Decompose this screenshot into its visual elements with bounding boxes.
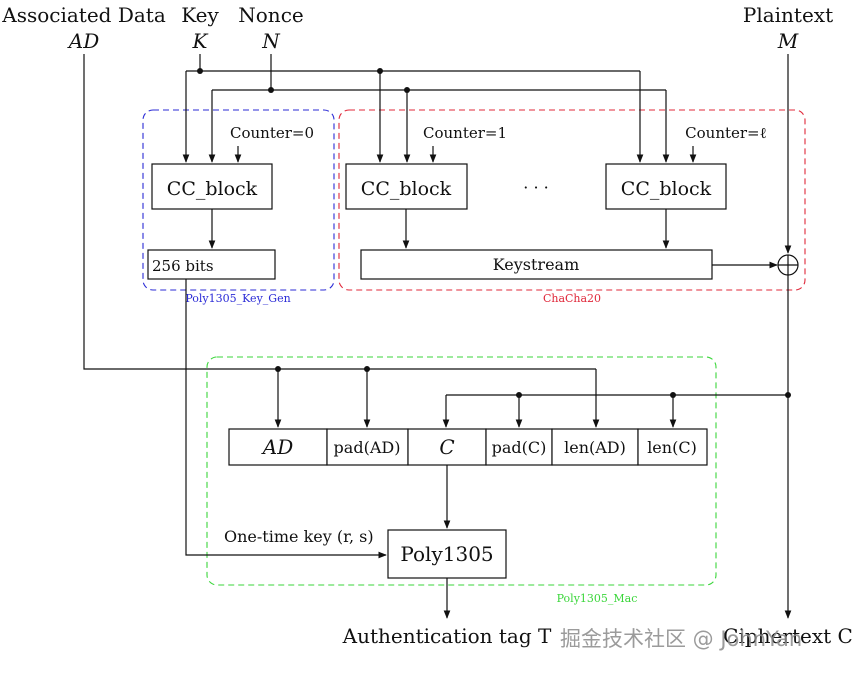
- chacha20-group-label: ChaCha20: [543, 292, 601, 305]
- blocks-ellipsis: · · ·: [523, 178, 548, 197]
- watermark: 掘金技术社区 @ JohnYan: [560, 627, 802, 651]
- keystream-label: Keystream: [493, 255, 580, 274]
- plaintext-input-symbol: M: [777, 29, 799, 53]
- key-nonce-bus: [182, 54, 670, 163]
- chacha-cc-block-1-label: CC_block: [361, 178, 452, 200]
- chacha-cc-block-l-label: CC_block: [621, 178, 712, 200]
- mac-field-pad-c-label: pad(C): [492, 438, 547, 457]
- poly1305-box: [387, 529, 507, 579]
- ciphertext-output: Ciphertext C: [723, 624, 853, 648]
- keygen-cc-block: [151, 163, 273, 210]
- key-input-label: Key: [181, 3, 219, 27]
- xor-operator: [777, 254, 799, 276]
- mac-field-pad-ad: [326, 428, 409, 466]
- nonce-input-symbol: N: [261, 29, 281, 53]
- poly1305-mac-group: [206, 356, 717, 586]
- mac-field-ad: [228, 428, 328, 466]
- mac-field-len-ad-label: len(AD): [564, 438, 626, 457]
- keygen-group: [142, 109, 335, 291]
- chacha20-group: [338, 109, 806, 291]
- mac-field-ad-label: AD: [261, 435, 293, 459]
- poly1305-mac-group-label: Poly1305_Mac: [557, 592, 638, 605]
- poly1305-label: Poly1305: [400, 542, 493, 566]
- mac-field-len-c-label: len(C): [647, 438, 697, 457]
- key-input-symbol: K: [192, 29, 209, 53]
- chacha-cc-block-1: [345, 163, 468, 210]
- counter-one: Counter=1: [423, 124, 507, 142]
- chacha-cc-block-l: [605, 163, 727, 210]
- mac-field-c-label: C: [439, 435, 454, 459]
- counter-zero: Counter=0: [230, 124, 314, 142]
- mac-field-c: [407, 428, 487, 466]
- mac-field-len-c: [637, 428, 708, 466]
- mac-field-len-ad: [551, 428, 639, 466]
- ad-input-label: Associated Data: [1, 3, 166, 27]
- plaintext-input-label: Plaintext: [743, 3, 833, 27]
- mac-field-pad-ad-label: pad(AD): [334, 438, 401, 457]
- keygen-output-box: [147, 249, 276, 280]
- keygen-group-label: Poly1305_Key_Gen: [185, 292, 290, 305]
- nonce-input-label: Nonce: [238, 3, 303, 27]
- auth-tag-output: Authentication tag T: [342, 624, 552, 648]
- ad-input-symbol: AD: [67, 29, 99, 53]
- keygen-output-label: 256 bits: [152, 257, 214, 275]
- counter-ell: Counter=ℓ: [685, 124, 767, 142]
- one-time-key-label: One-time key (r, s): [224, 527, 374, 546]
- keygen-cc-block-label: CC_block: [167, 178, 258, 200]
